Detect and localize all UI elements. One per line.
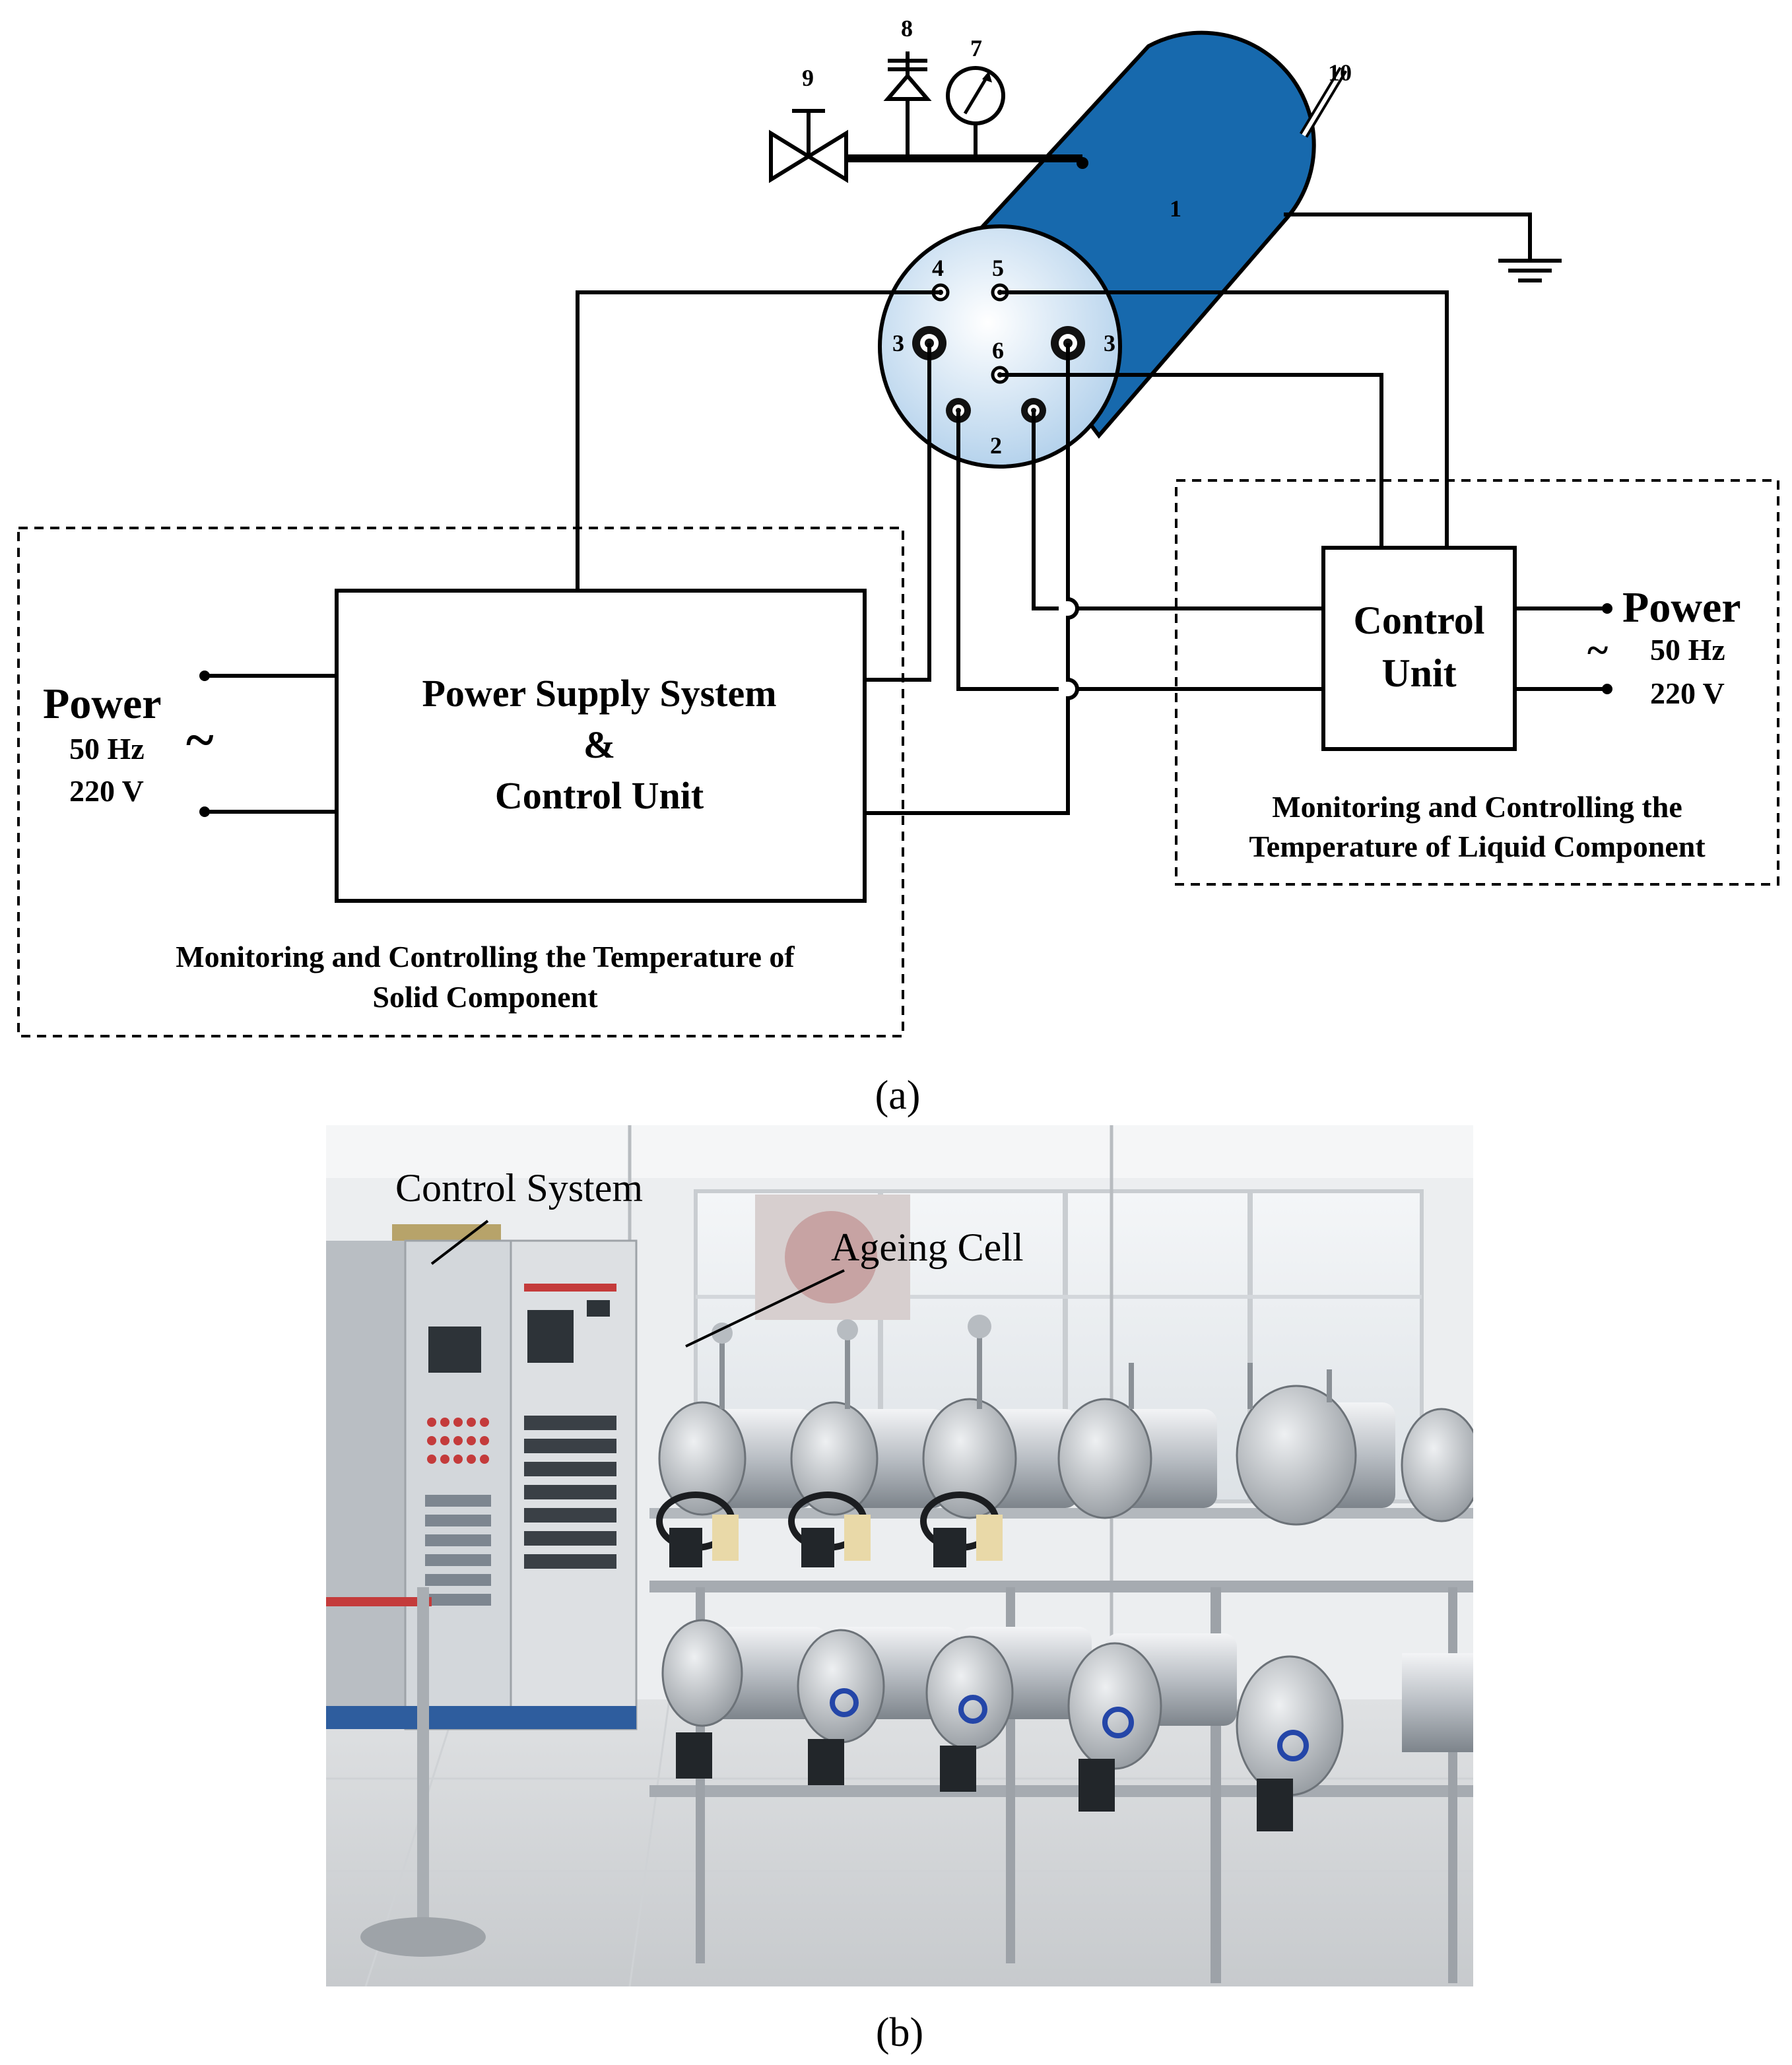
solid-group-caption-line1: Monitoring and Controlling the Temperatu… <box>176 940 795 973</box>
control-cabinets <box>326 1239 638 1730</box>
annotation-control-system: Control System <box>395 1166 643 1265</box>
caption-a: (a) <box>875 1073 921 1118</box>
left-power-freq: 50 Hz <box>69 732 145 766</box>
ageing-cell-rack <box>649 1315 1473 1983</box>
control-unit-title-line1: Control <box>1354 599 1485 642</box>
panel-b-photo: Control System Ageing Cell (b) <box>326 1125 1473 2055</box>
power-supply-title-line3: Control Unit <box>495 774 704 817</box>
left-power-tilde: ~ <box>186 711 214 770</box>
solid-group-caption-line2: Solid Component <box>372 980 598 1014</box>
label-7: 7 <box>970 35 982 61</box>
pressure-gauge-icon <box>946 66 1005 158</box>
right-power-freq: 50 Hz <box>1650 633 1725 667</box>
panel-a-schematic: 1 2 3 3 4 5 6 7 8 9 10 <box>17 15 1779 1118</box>
label-3-right: 3 <box>1104 330 1115 356</box>
label-8: 8 <box>901 15 913 42</box>
label-10: 10 <box>1328 59 1352 86</box>
control-unit-box <box>1321 546 1517 751</box>
ageing-vessel <box>878 30 1562 469</box>
power-supply-title-line2: & <box>583 723 615 766</box>
right-power-voltage: 220 V <box>1650 676 1725 710</box>
liquid-group-caption-line2: Temperature of Liquid Component <box>1249 830 1706 863</box>
caption-b: (b) <box>876 2010 923 2055</box>
right-power-label: Power <box>1622 583 1741 632</box>
annotation-ageing-cell: Ageing Cell <box>685 1226 1024 1348</box>
ageing-cell-label: Ageing Cell <box>831 1226 1024 1269</box>
label-3-left: 3 <box>892 330 904 356</box>
barrier-stanchion <box>326 1587 486 1957</box>
gas-line <box>769 51 1088 183</box>
safety-valve-icon <box>883 51 932 158</box>
valve-icon <box>769 109 848 183</box>
control-system-label: Control System <box>395 1166 643 1210</box>
liquid-group-caption-line1: Monitoring and Controlling the <box>1272 790 1682 824</box>
label-9: 9 <box>802 65 814 91</box>
label-2: 2 <box>990 432 1002 459</box>
label-6: 6 <box>992 337 1004 364</box>
label-4: 4 <box>932 255 944 281</box>
left-power-label: Power <box>43 680 162 728</box>
ground-icon <box>1498 259 1562 282</box>
right-power-tilde: ~ <box>1587 628 1608 672</box>
left-power-voltage: 220 V <box>69 774 144 808</box>
liquid-group-border <box>1175 479 1779 886</box>
label-5: 5 <box>992 255 1004 281</box>
control-unit-title-line2: Unit <box>1381 651 1456 695</box>
power-supply-control-box <box>335 589 867 903</box>
label-1: 1 <box>1170 195 1181 222</box>
power-supply-title-line1: Power Supply System <box>422 672 776 715</box>
wiring <box>199 290 1612 817</box>
